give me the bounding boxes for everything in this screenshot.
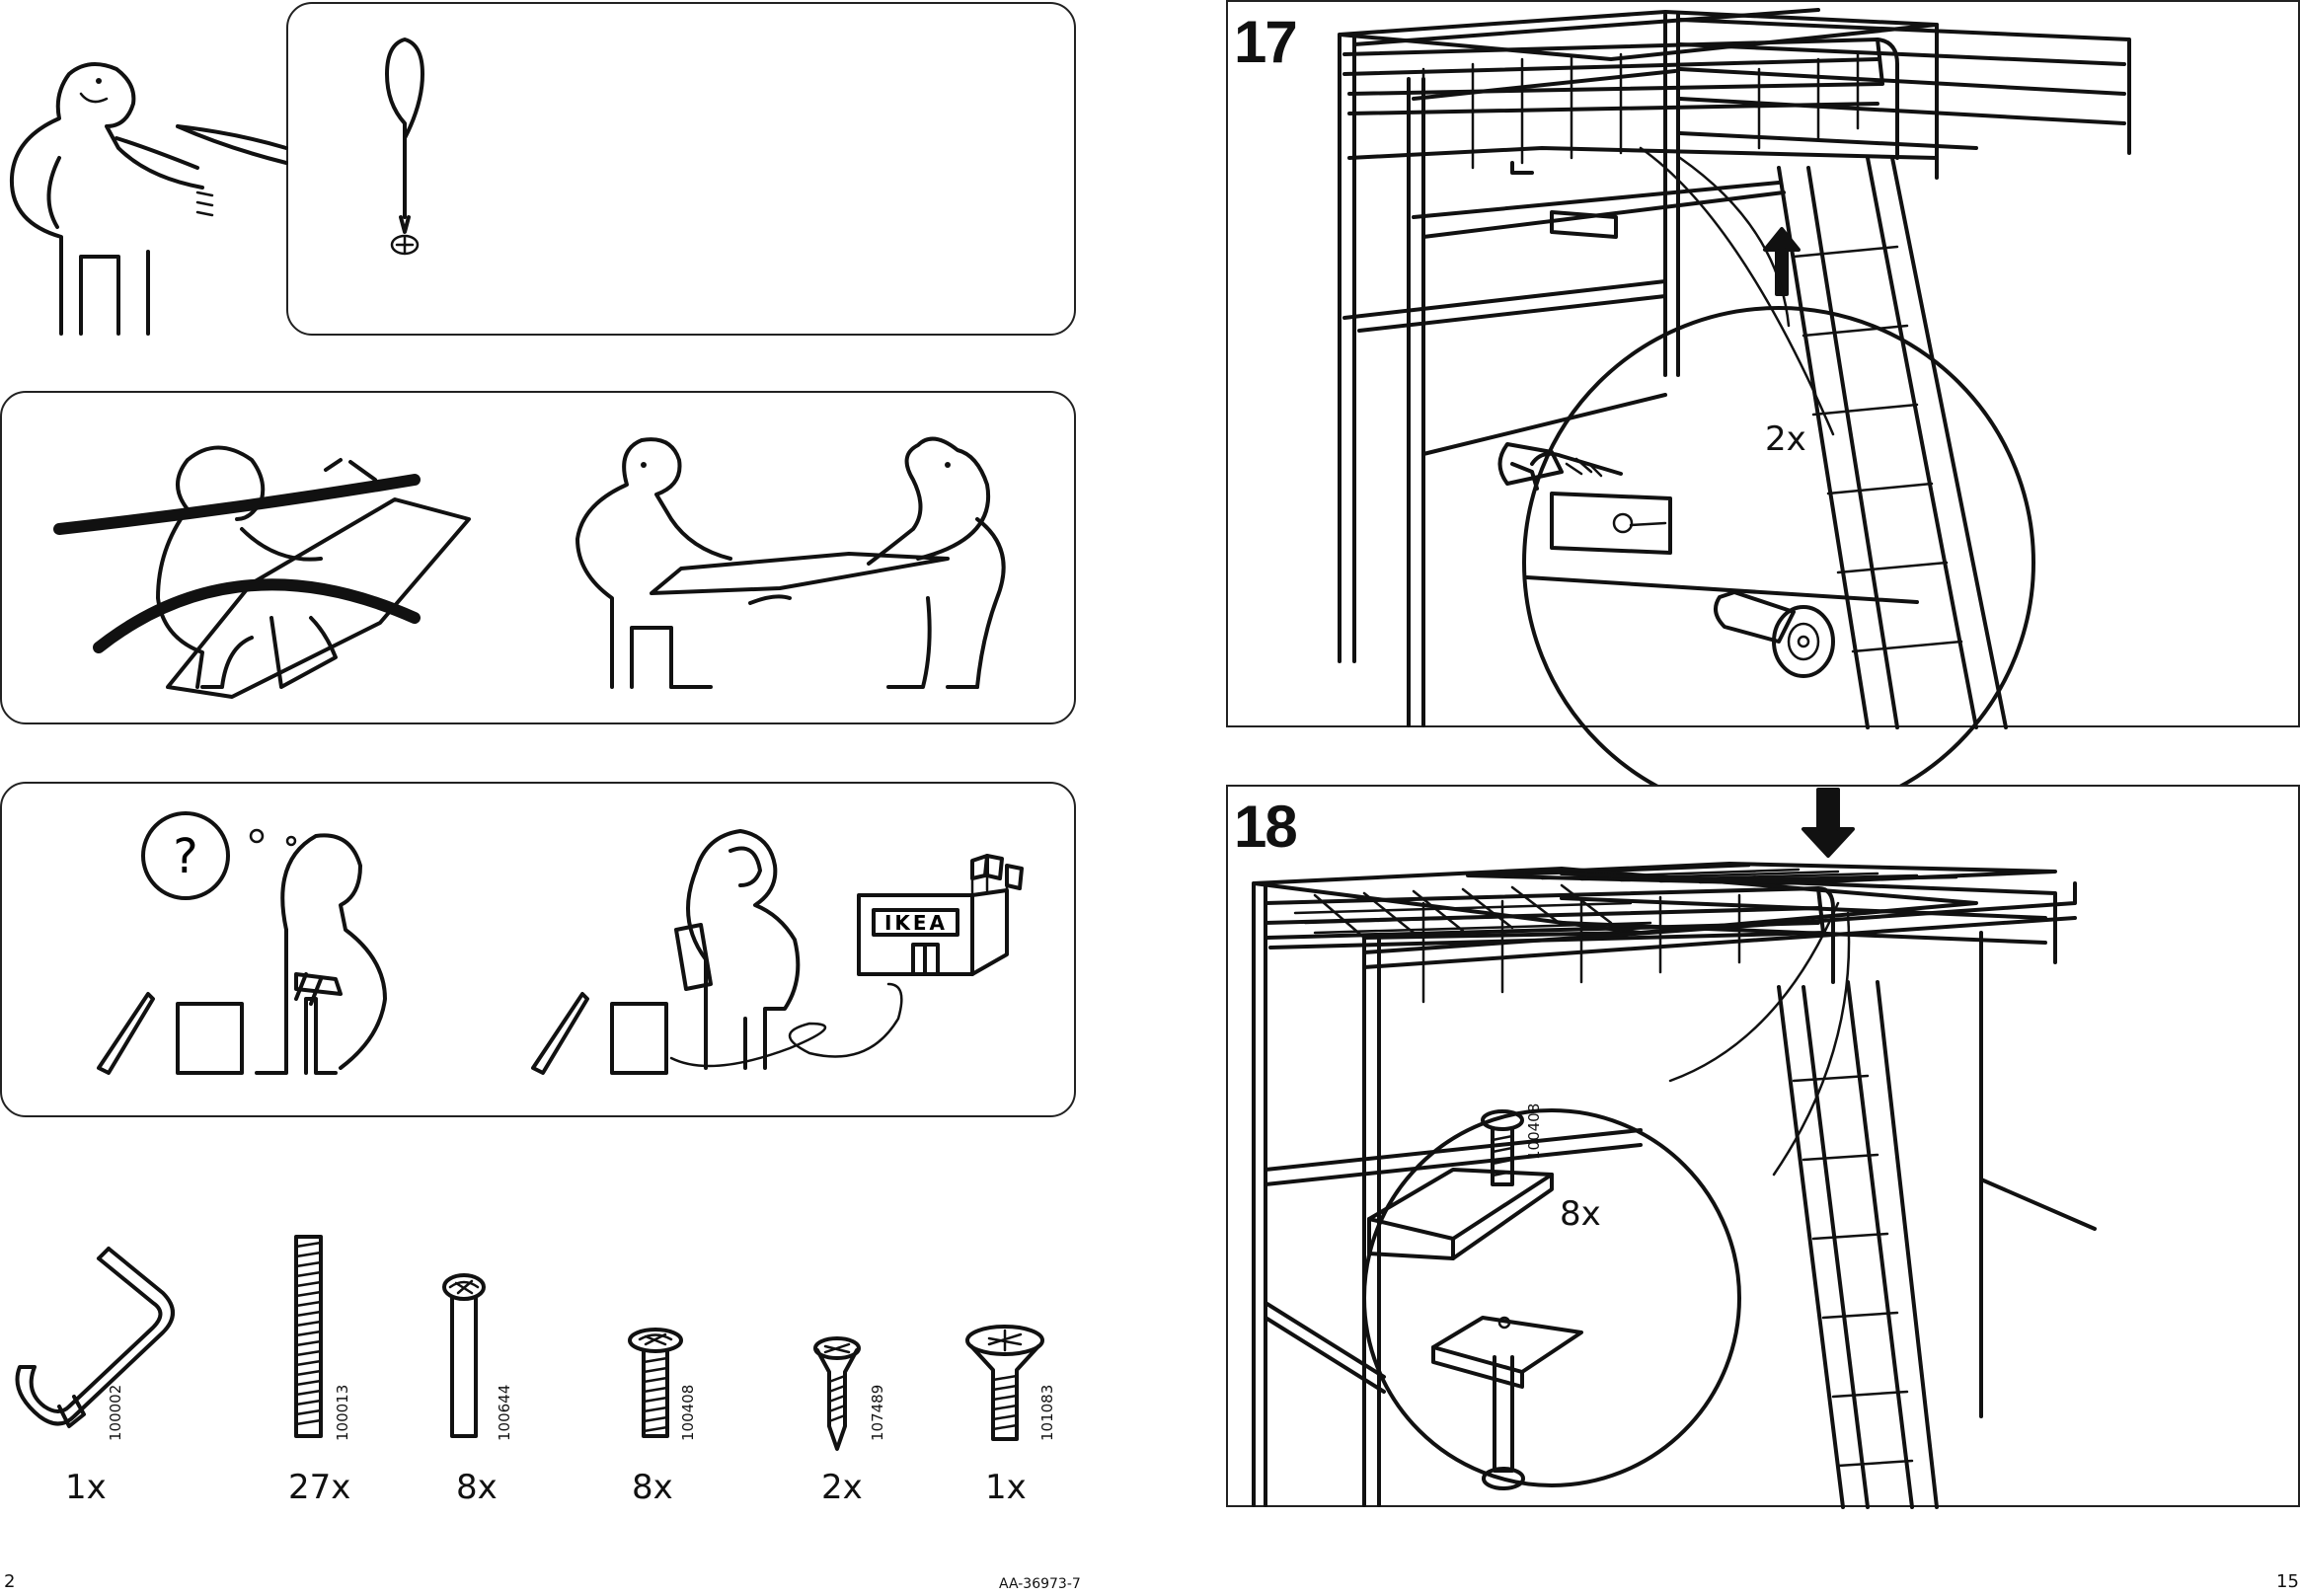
quantity-label: 1x — [985, 1468, 1027, 1507]
phillips-screwdriver-icon — [385, 38, 424, 256]
allen-key-icon — [15, 1247, 175, 1428]
threaded-rod-icon — [294, 1235, 323, 1438]
quantity-label: 2x — [821, 1468, 863, 1507]
detail-quantity: 8x — [1560, 1194, 1601, 1234]
loft-bed-frame-step17 — [1338, 8, 2131, 727]
part-number: 101083 — [1038, 1384, 1056, 1441]
speaking-figure — [9, 62, 288, 336]
question-mark: ? — [173, 829, 197, 884]
two-person-carry-icon — [575, 436, 1006, 689]
call-ikea-icon: IKEA — [531, 829, 1024, 1075]
part-number: 100408 — [679, 1384, 697, 1441]
long-bolt-icon — [442, 1273, 486, 1438]
step-number: 18 — [1234, 794, 1298, 860]
quantity-label: 27x — [288, 1468, 351, 1507]
short-bolt-icon — [628, 1328, 683, 1438]
quantity-label: 1x — [65, 1468, 107, 1507]
left-page-number: 2 — [4, 1571, 16, 1592]
confused-person-icon: ? — [97, 811, 387, 1075]
right-page-number: 15 — [2276, 1571, 2299, 1592]
part-number: 100013 — [334, 1384, 351, 1441]
one-person-crossed-icon — [53, 445, 471, 699]
tools-panel — [286, 2, 1076, 336]
ikea-store-sign: IKEA — [884, 911, 948, 935]
wood-screw-icon — [813, 1336, 861, 1451]
step-number: 17 — [1234, 9, 1298, 75]
quantity-label: 8x — [456, 1468, 498, 1507]
detail-quantity: 2x — [1765, 419, 1806, 459]
countersunk-screw-icon — [965, 1325, 1044, 1441]
part-number: 100002 — [107, 1384, 124, 1441]
part-number: 100644 — [496, 1384, 513, 1441]
detail-part-number: 100408 — [1525, 1102, 1543, 1160]
part-number: 107489 — [869, 1384, 886, 1441]
loft-bed-frame-step18 — [1252, 788, 2097, 1509]
document-code: AA-36973-7 — [999, 1576, 1081, 1592]
quantity-label: 8x — [632, 1468, 673, 1507]
